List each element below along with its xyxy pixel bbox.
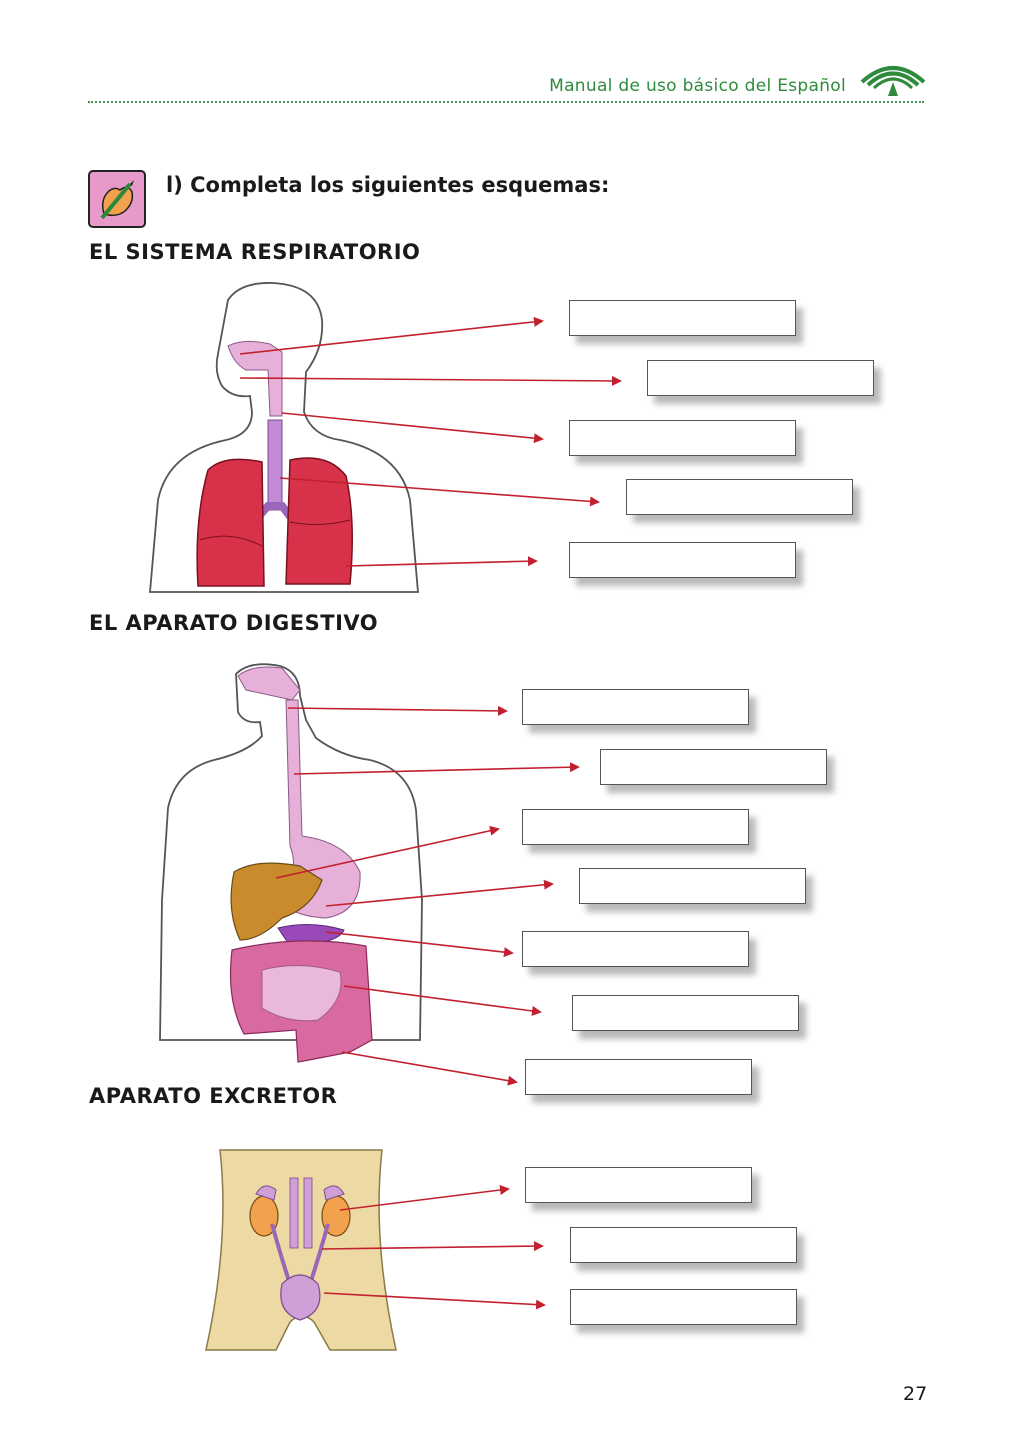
- header-divider: [88, 101, 924, 103]
- answer-box-digestive-4[interactable]: [579, 868, 806, 904]
- answer-box-digestive-6[interactable]: [572, 995, 799, 1031]
- answer-box-digestive-2[interactable]: [600, 749, 827, 785]
- andalucia-logo-icon: [860, 66, 926, 96]
- excretory-diagram: [205, 1149, 397, 1351]
- answer-box-respiratory-3[interactable]: [569, 420, 796, 456]
- answer-box-digestive-5[interactable]: [522, 931, 749, 967]
- answer-box-respiratory-1[interactable]: [569, 300, 796, 336]
- section-title-digestive: EL APARATO DIGESTIVO: [89, 611, 379, 635]
- answer-box-excretory-1[interactable]: [525, 1167, 752, 1203]
- answer-box-digestive-7[interactable]: [525, 1059, 752, 1095]
- header-title: Manual de uso básico del Español: [549, 76, 846, 96]
- respiratory-diagram: [149, 282, 419, 593]
- digestive-diagram: [159, 663, 423, 1063]
- answer-box-digestive-1[interactable]: [522, 689, 749, 725]
- answer-box-respiratory-2[interactable]: [647, 360, 874, 396]
- answer-box-respiratory-4[interactable]: [626, 479, 853, 515]
- answer-box-excretory-3[interactable]: [570, 1289, 797, 1325]
- answer-box-respiratory-5[interactable]: [569, 542, 796, 578]
- page-number: 27: [903, 1383, 928, 1405]
- exercise-instruction: l) Completa los siguientes esquemas:: [166, 173, 610, 197]
- section-title-respiratory: EL SISTEMA RESPIRATORIO: [89, 240, 421, 264]
- writing-hand-icon: [88, 170, 146, 228]
- section-title-excretory: APARATO EXCRETOR: [89, 1084, 338, 1108]
- answer-box-digestive-3[interactable]: [522, 809, 749, 845]
- answer-box-excretory-2[interactable]: [570, 1227, 797, 1263]
